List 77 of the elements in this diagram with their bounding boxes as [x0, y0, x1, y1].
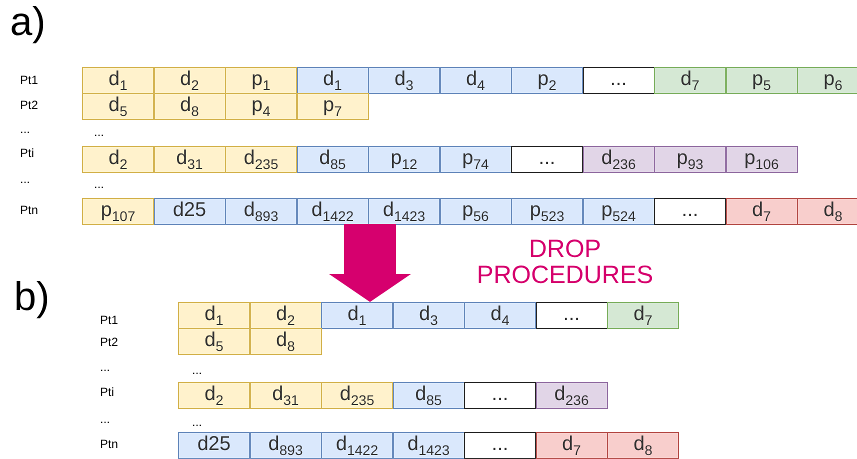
token-cell: d25	[178, 432, 250, 459]
row-label: Ptn	[100, 437, 118, 451]
token-cell: d$_{1422}$	[296, 198, 368, 225]
token-cell: d$_{1}$	[321, 302, 393, 329]
token-cell: d25	[154, 198, 226, 225]
token-cell: d$_{7}$	[607, 302, 679, 329]
token-cell: d$_{8}$	[154, 93, 226, 120]
token-cell: d$_{2}$	[178, 382, 250, 409]
row-label: Pt2	[100, 335, 118, 349]
token-cell: d$_{7}$	[536, 432, 608, 459]
token-cell: d$_{4}$	[464, 302, 536, 329]
token-cell: p$_{7}$	[296, 93, 368, 120]
token-cell: p$_{1}$	[225, 67, 297, 94]
ellipsis: ...	[20, 172, 30, 186]
token-cell: p$_{74}$	[440, 146, 512, 173]
row-label: Pti	[20, 146, 34, 160]
ellipsis-cell: ...	[536, 302, 608, 329]
token-cell: d$_{2}$	[154, 67, 226, 94]
token-cell: d$_{893}$	[250, 432, 322, 459]
ellipsis: ...	[94, 125, 104, 139]
token-cell: p$_{106}$	[726, 146, 798, 173]
token-cell: d$_{2}$	[82, 146, 154, 173]
token-cell: d$_{236}$	[582, 146, 654, 173]
token-cell: d$_{1423}$	[368, 198, 440, 225]
token-cell: d$_{85}$	[392, 382, 464, 409]
token-cell: d$_{31}$	[154, 146, 226, 173]
token-cell: d$_{235}$	[225, 146, 297, 173]
panel-label: b)	[14, 275, 50, 320]
token-cell: d$_{7}$	[726, 198, 798, 225]
token-cell: p$_{4}$	[225, 93, 297, 120]
row-label: Ptn	[20, 203, 38, 217]
token-cell: d$_{236}$	[536, 382, 608, 409]
token-cell: d$_{31}$	[250, 382, 322, 409]
token-cell: d$_{8}$	[607, 432, 679, 459]
token-cell: d$_{235}$	[321, 382, 393, 409]
ellipsis: ...	[94, 177, 104, 191]
panel-label: a)	[10, 0, 46, 45]
token-cell: p$_{2}$	[511, 67, 583, 94]
token-cell: p$_{523}$	[511, 198, 583, 225]
ellipsis: ...	[192, 415, 202, 429]
ellipsis: ...	[100, 360, 110, 374]
token-cell: p$_{56}$	[440, 198, 512, 225]
ellipsis: ...	[192, 363, 202, 377]
token-cell: d$_{8}$	[250, 328, 322, 355]
token-cell: d$_{1}$	[178, 302, 250, 329]
token-cell: p$_{5}$	[726, 67, 798, 94]
ellipsis-cell: ...	[464, 432, 536, 459]
ellipsis: ...	[100, 412, 110, 426]
token-cell: p$_{524}$	[582, 198, 654, 225]
ellipsis-cell: ...	[511, 146, 583, 173]
token-cell: d$_{2}$	[250, 302, 322, 329]
token-cell: d$_{4}$	[440, 67, 512, 94]
ellipsis-cell: ...	[582, 67, 654, 94]
row-label: Pt1	[100, 313, 118, 327]
token-cell: d$_{1423}$	[392, 432, 464, 459]
drop-procedures-label: DROP PROCEDURES	[476, 236, 654, 288]
ellipsis-cell: ...	[654, 198, 726, 225]
token-cell: p$_{107}$	[82, 198, 154, 225]
token-cell: p$_{12}$	[368, 146, 440, 173]
token-cell: d$_{1422}$	[321, 432, 393, 459]
token-cell: d$_{893}$	[225, 198, 297, 225]
ellipsis-cell: ...	[464, 382, 536, 409]
row-label: Pt1	[20, 73, 38, 87]
token-cell: p$_{93}$	[654, 146, 726, 173]
token-cell: d$_{3}$	[392, 302, 464, 329]
row-label: Pti	[100, 385, 114, 399]
token-cell: d$_{1}$	[296, 67, 368, 94]
token-cell: p$_{6}$	[797, 67, 857, 94]
token-cell: d$_{3}$	[368, 67, 440, 94]
ellipsis: ...	[20, 122, 30, 136]
token-cell: d$_{85}$	[296, 146, 368, 173]
token-cell: d$_{1}$	[82, 67, 154, 94]
token-cell: d$_{5}$	[178, 328, 250, 355]
token-cell: d$_{7}$	[654, 67, 726, 94]
token-cell: d$_{8}$	[797, 198, 857, 225]
row-label: Pt2	[20, 98, 38, 112]
token-cell: d$_{5}$	[82, 93, 154, 120]
